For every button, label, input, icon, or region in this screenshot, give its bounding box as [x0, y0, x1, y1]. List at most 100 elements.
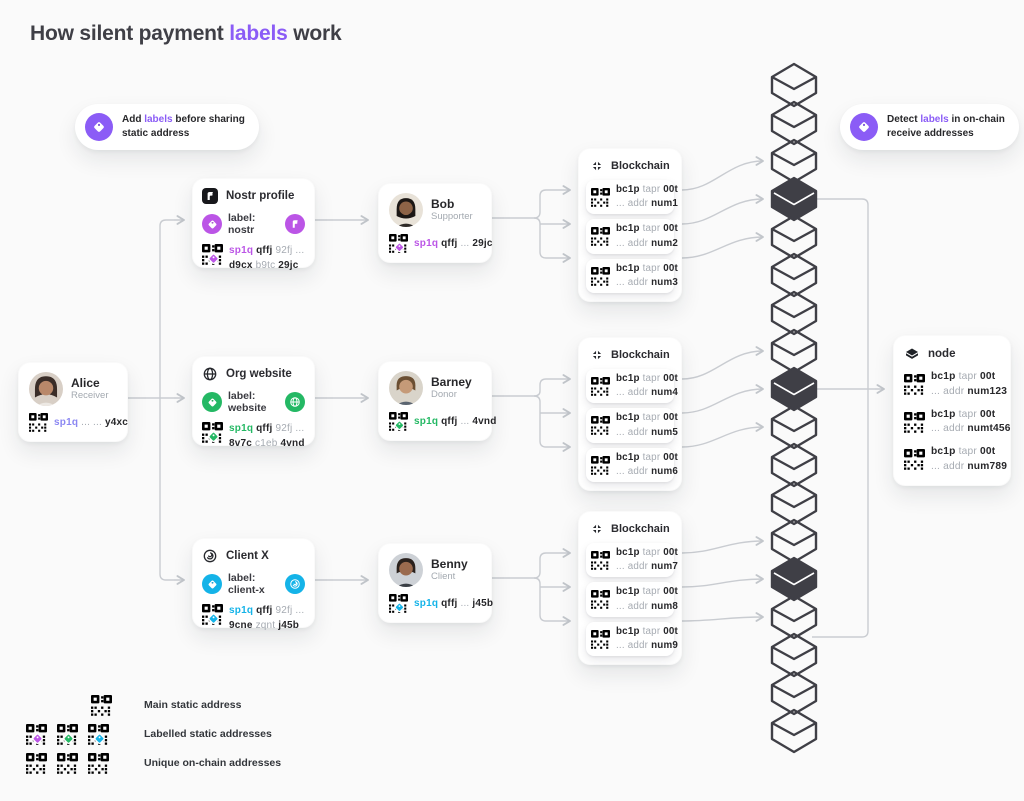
avatar [29, 372, 63, 406]
qr-icon-main [904, 374, 925, 395]
qr-icon-labelled [57, 724, 78, 745]
avatar [389, 371, 423, 405]
node-icon [904, 346, 920, 362]
qr-icon-labelled [389, 594, 408, 613]
person-role: Receiver [71, 390, 109, 402]
person-card-bob: Bob Supporter sp1q qffj ... 29jc [378, 183, 492, 263]
node-card: node bc1p tapr 00t ... addr num123 bc1p … [893, 335, 1011, 486]
blockchain-card-3: Blockchain bc1p tapr 00t ... addr num7 b… [578, 511, 682, 666]
label-card-title: Nostr profile [226, 190, 295, 202]
tag-icon [85, 113, 113, 141]
qr-icon-onchain [591, 630, 610, 649]
block-icon [770, 632, 818, 678]
tag-icon [202, 574, 222, 594]
block-icon [770, 708, 818, 754]
legend-label: Main static address [144, 699, 242, 711]
alice-card: Alice Receiver sp1q ... ... y4xc [18, 362, 128, 442]
labelled-address: sp1q qffj 92fj ... d9cx b9tc 29jc [229, 245, 305, 271]
qr-icon-onchain [591, 227, 610, 246]
qr-icon-onchain [591, 456, 610, 475]
onchain-address-row: bc1p tapr 00t ... addr num6 [586, 447, 678, 483]
onchain-address-row: bc1p tapr 00t ... addr num4 [586, 369, 678, 404]
legend-label: Labelled static addresses [144, 728, 272, 740]
client-logo-icon [202, 548, 218, 564]
qr-icon-onchain [591, 377, 610, 396]
static-address: sp1q ... ... y4xc [54, 417, 129, 428]
person-name: Barney [431, 374, 472, 389]
qr-icon-onchain [591, 416, 610, 435]
label-card-nostr: Nostr profile label: nostr sp1q qffj 92f… [192, 178, 315, 271]
tag-icon [850, 113, 878, 141]
blockchain-title: Blockchain [611, 160, 670, 172]
qr-icon-labelled [202, 244, 223, 265]
qr-icon-labelled [389, 234, 408, 253]
qr-icon-labelled [202, 422, 223, 443]
shared-address: sp1q qffj ... 4vnd [414, 416, 497, 427]
labelled-address: sp1q qffj 92fj ... 9cne zqnt j45b [229, 605, 305, 631]
qr-icon-onchain [26, 753, 47, 774]
label-text: label: client-x [228, 572, 265, 596]
person-name: Benny [431, 556, 468, 571]
labelled-address: sp1q qffj 92fj ... 8v7c c1eb 4vnd [229, 423, 305, 449]
onchain-address-row: bc1p tapr 00t ... addr num5 [586, 408, 678, 443]
globe-icon [202, 366, 218, 382]
block-icon-filled [770, 366, 818, 412]
onchain-address-row: bc1p tapr 00t ... addr num7 [586, 543, 678, 578]
block-icon [770, 404, 818, 450]
nostr-icon [202, 188, 218, 204]
block-icon [770, 594, 818, 640]
block-icon [770, 518, 818, 564]
person-name: Bob [431, 196, 455, 211]
block-icon [770, 252, 818, 298]
block-icon-filled [770, 556, 818, 602]
label-card-client-x: Client X label: client-x sp1q qffj 92fj … [192, 538, 315, 631]
qr-icon-main [91, 695, 112, 716]
avatar [389, 553, 423, 587]
legend: Main static address Labelled static addr… [26, 694, 281, 781]
qr-icon-main [29, 413, 48, 432]
client-badge-icon [285, 574, 305, 594]
qr-icon-onchain [591, 551, 610, 570]
person-card-barney: Barney Donor sp1q qffj ... 4vnd [378, 361, 496, 441]
qr-icon-labelled [904, 449, 925, 470]
person-card-benny: Benny Client sp1q qffj ... j45b [378, 543, 494, 623]
label-text: label: website [228, 390, 267, 414]
onchain-address-row: bc1p tapr 00t ... addr num9 [586, 621, 678, 657]
onchain-address-row: bc1p tapr 00t ... addr num1 [586, 180, 678, 215]
block-icon [770, 290, 818, 336]
blockchain-title: Blockchain [611, 523, 670, 535]
qr-icon-labelled [904, 412, 925, 433]
blockchain-icon [590, 522, 604, 536]
node-title: node [928, 348, 956, 360]
shared-address: sp1q qffj ... j45b [414, 598, 494, 609]
tag-icon [202, 214, 222, 234]
qr-icon-labelled [88, 724, 109, 745]
globe-badge-icon [285, 392, 305, 412]
block-icon [770, 214, 818, 260]
qr-icon-labelled [202, 604, 223, 625]
qr-icon-onchain [57, 753, 78, 774]
block-icon [770, 138, 818, 184]
legend-row-labelled: Labelled static addresses [26, 723, 281, 745]
detected-address-row: bc1p tapr 00t ... addr num789 [904, 445, 1007, 475]
block-icon [770, 100, 818, 146]
onchain-address-row: bc1p tapr 00t ... addr num8 [586, 582, 678, 617]
label-text: label: nostr [228, 212, 256, 236]
block-icon [770, 62, 818, 108]
block-icon-filled [770, 176, 818, 222]
page-title: How silent payment labels work [30, 22, 342, 45]
onchain-address-row: bc1p tapr 00t ... addr num2 [586, 219, 678, 254]
block-icon [770, 480, 818, 526]
block-icon [770, 442, 818, 488]
person-role: Supporter [431, 211, 473, 223]
shared-address: sp1q qffj ... 29jc [414, 238, 493, 249]
blockchain-icon [590, 348, 604, 362]
qr-icon-onchain [591, 267, 610, 286]
onchain-address-row: bc1p tapr 00t ... addr num3 [586, 258, 678, 294]
label-card-website: Org website label: website sp1q qffj 92f… [192, 356, 315, 449]
